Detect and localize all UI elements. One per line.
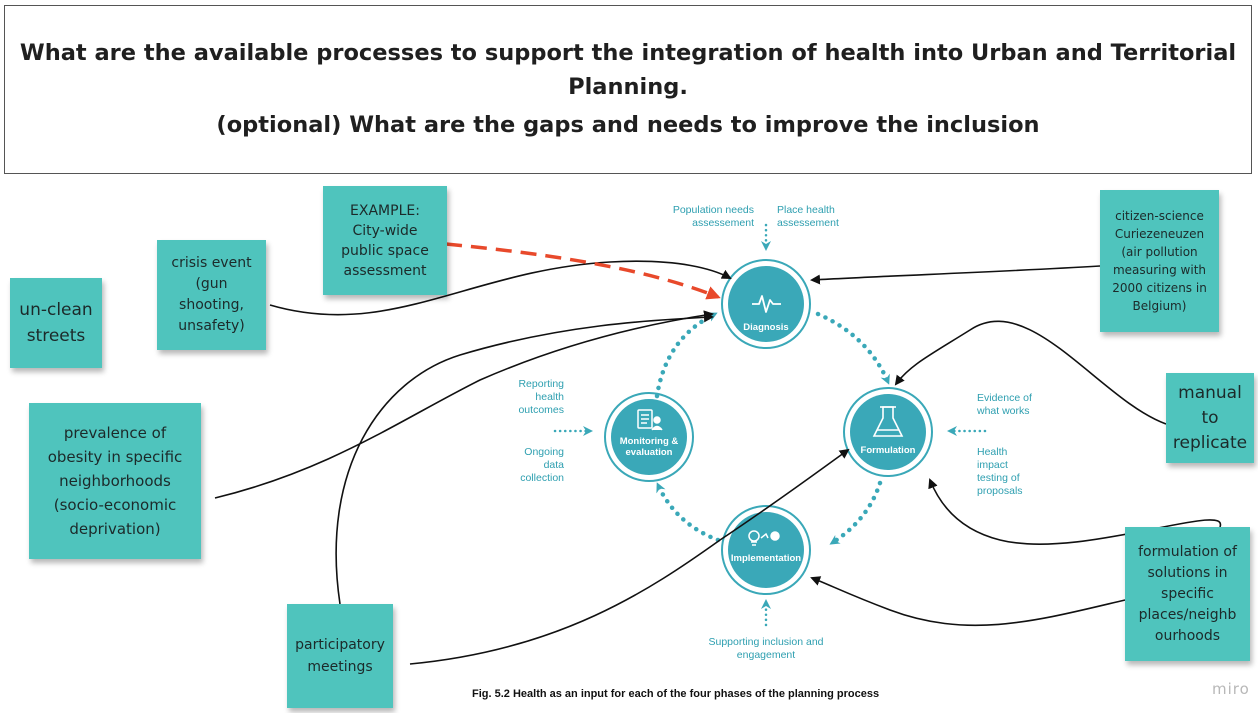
cycle-arrow-monitoring-diagnosis bbox=[654, 311, 718, 399]
question-subtitle: (optional) What are the gaps and needs t… bbox=[216, 112, 1040, 138]
phase-label-formulation: Formulation bbox=[860, 445, 916, 456]
input-population-needs: Population needs assessement bbox=[672, 204, 754, 229]
cycle-arrow-diagnosis-formulation bbox=[815, 311, 891, 385]
connector-participatory-formulation bbox=[409, 448, 850, 665]
sticky-note-text: un-clean streets bbox=[19, 300, 93, 346]
input-inclusion: Supporting inclusion and engagement bbox=[708, 636, 824, 661]
sticky-note-example[interactable]: EXAMPLE: City-wide public space assessme… bbox=[323, 186, 447, 295]
heartbeat-icon bbox=[752, 295, 781, 313]
input-evidence: Evidence of what works bbox=[977, 392, 1032, 417]
example-red-arrow bbox=[445, 242, 721, 300]
sticky-note-text: manual to replicate bbox=[1172, 382, 1248, 453]
phase-diagnosis-circle bbox=[721, 259, 811, 349]
sticky-note-text: EXAMPLE: City-wide public space assessme… bbox=[341, 202, 429, 279]
sticky-note-crisis[interactable]: crisis event (gun shooting, unsafety) bbox=[157, 240, 266, 350]
sticky-note-obesity[interactable]: prevalence of obesity in specific neighb… bbox=[29, 403, 201, 559]
question-header: What are the available processes to supp… bbox=[4, 5, 1252, 174]
input-arrows bbox=[553, 223, 987, 627]
sticky-note-text: crisis event (gun shooting, unsafety) bbox=[171, 255, 252, 334]
sticky-note-participatory[interactable]: participatory meetings bbox=[287, 604, 393, 708]
connector-participatory bbox=[335, 312, 714, 605]
question-title: What are the available processes to supp… bbox=[19, 40, 1237, 100]
sticky-note-formulation-solutions[interactable]: formulation of solutions in specific pla… bbox=[1125, 527, 1250, 661]
figure-caption: Fig. 5.2 Health as an input for each of … bbox=[472, 688, 880, 700]
cycle-arrow-implementation-monitoring bbox=[655, 482, 721, 543]
connector-crisis bbox=[269, 260, 732, 316]
phase-label-monitoring: Monitoring & evaluation bbox=[619, 436, 679, 458]
flask-icon bbox=[872, 406, 904, 437]
connector-obesity bbox=[214, 310, 714, 499]
input-hia: Health impact testing of proposals bbox=[977, 446, 1023, 497]
cycle-arrows bbox=[654, 311, 891, 546]
phase-implementation-circle bbox=[721, 505, 811, 595]
connector-lines bbox=[214, 260, 1221, 665]
input-place-health: Place health assessement bbox=[777, 204, 839, 229]
sticky-note-unclean[interactable]: un-clean streets bbox=[10, 278, 102, 368]
sticky-note-citizen-science[interactable]: citizen-science Curiezeneuzen (air pollu… bbox=[1100, 190, 1219, 332]
sticky-note-text: participatory meetings bbox=[295, 637, 385, 675]
miro-watermark: miro bbox=[1212, 680, 1250, 698]
lightbulb-gear-icon bbox=[748, 530, 780, 546]
connector-citizen-science bbox=[810, 265, 1101, 285]
sticky-note-text: prevalence of obesity in specific neighb… bbox=[47, 424, 183, 538]
connector-formulation-solutions-bottom bbox=[810, 576, 1126, 627]
phase-formulation-circle bbox=[843, 387, 933, 477]
connector-manual bbox=[894, 320, 1167, 425]
phase-label-diagnosis: Diagnosis bbox=[743, 322, 789, 333]
input-ongoing: Ongoing data collection bbox=[520, 446, 564, 484]
input-reporting: Reporting health outcomes bbox=[518, 378, 564, 416]
clipboard-person-icon bbox=[637, 409, 663, 431]
sticky-note-text: citizen-science Curiezeneuzen (air pollu… bbox=[1112, 209, 1207, 313]
cycle-arrow-formulation-implementation bbox=[829, 480, 883, 546]
sticky-note-text: formulation of solutions in specific pla… bbox=[1138, 543, 1237, 644]
connector-formulation-solutions-top bbox=[928, 478, 1221, 545]
phase-monitoring-circle bbox=[604, 392, 694, 482]
sticky-note-manual[interactable]: manual to replicate bbox=[1166, 373, 1254, 463]
phase-label-implementation: Implementation bbox=[730, 553, 802, 564]
